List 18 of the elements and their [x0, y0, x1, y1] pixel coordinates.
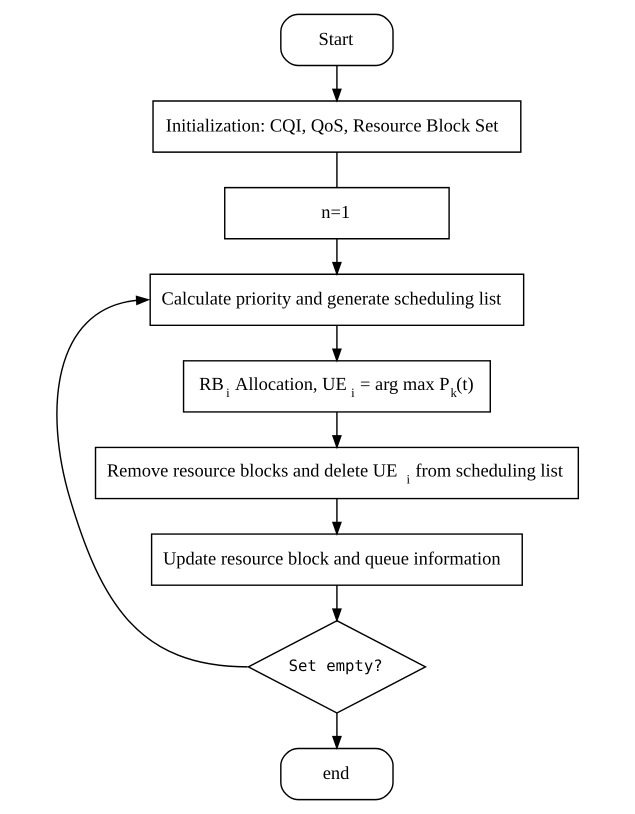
arrow [332, 498, 342, 536]
node-box: n=1 [224, 186, 450, 240]
node-box: Start [280, 14, 394, 66]
arrow [332, 412, 342, 450]
node-box: end [280, 748, 394, 800]
node-box: Calculate priority and generate scheduling list [149, 274, 524, 326]
node-box: Initialization: CQI, QoS, Resource Block Set [152, 100, 522, 153]
connector [336, 152, 338, 188]
arrow [332, 325, 342, 363]
arrow [332, 585, 342, 623]
arrow [332, 713, 342, 750]
node-box: RB$_{i}$ Allocation, UE$_{i}$ = arg max P$_{k}$(t) [182, 360, 491, 413]
node-diamond: Set empty? [246, 620, 427, 714]
arrow [332, 238, 342, 276]
node-box: Update resource block and queue information [150, 533, 523, 586]
arrow [332, 66, 342, 103]
arrow [56, 295, 248, 668]
node-box: Remove resource blocks and delete UE$_{i}$ from scheduling list [94, 446, 580, 500]
